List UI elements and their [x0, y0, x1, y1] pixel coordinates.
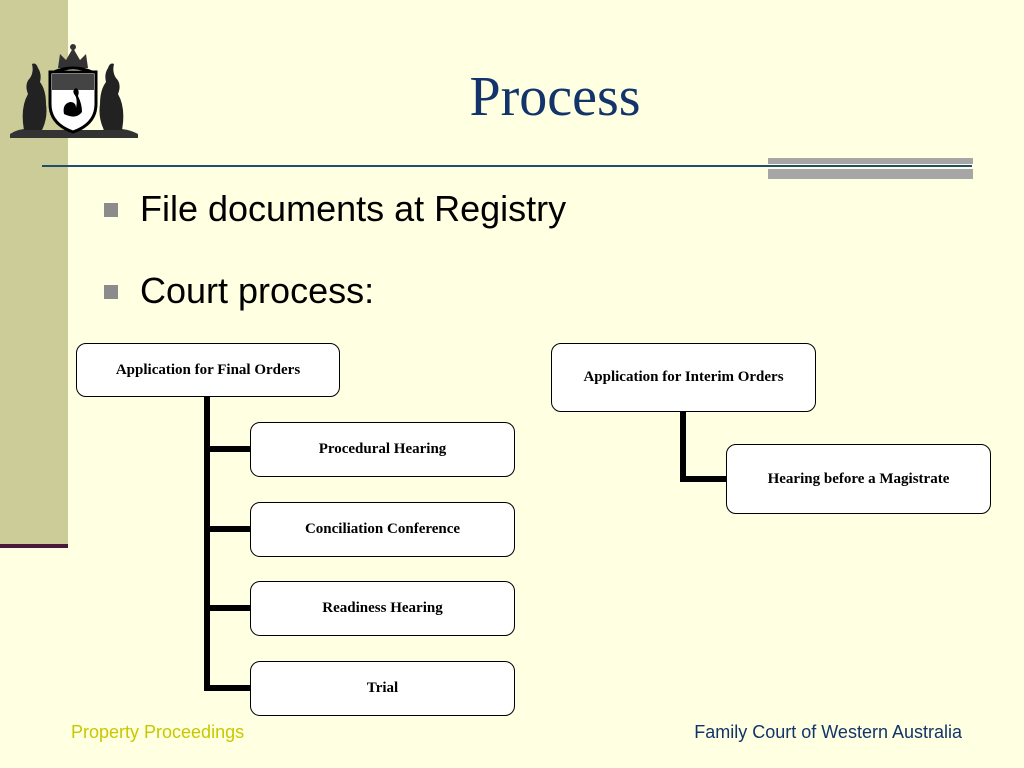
bullet-item: Court process:	[104, 270, 374, 312]
node-procedural-hearing: Procedural Hearing	[250, 422, 515, 477]
page-title: Process	[469, 66, 641, 128]
title-divider	[42, 165, 972, 167]
node-trial: Trial	[250, 661, 515, 716]
node-readiness-hearing: Readiness Hearing	[250, 581, 515, 636]
node-conciliation-conference: Conciliation Conference	[250, 502, 515, 557]
bullet-square-icon	[104, 285, 118, 299]
bullet-item: File documents at Registry	[104, 188, 566, 230]
node-label: Procedural Hearing	[318, 441, 447, 457]
bullet-square-icon	[104, 203, 118, 217]
node-label: Readiness Hearing	[322, 600, 443, 616]
title-accent-bar-lower	[768, 169, 973, 179]
node-label: Application for Final Orders	[115, 361, 301, 378]
footer-left-text: Property Proceedings	[71, 722, 245, 742]
node-label: Conciliation Conference	[304, 521, 461, 537]
bullet-text: File documents at Registry	[140, 188, 567, 229]
footer-right-text: Family Court of Western Australia	[694, 722, 962, 742]
node-application-final-orders: Application for Final Orders	[76, 343, 340, 397]
node-label: Hearing before a Magistrate	[767, 470, 950, 487]
node-label: Trial	[366, 680, 399, 696]
node-label: Application for Interim Orders	[583, 369, 784, 385]
node-application-interim-orders: Application for Interim Orders	[551, 343, 816, 412]
title-accent-bar	[768, 158, 973, 164]
bullet-text: Court process:	[140, 270, 375, 311]
coat-of-arms-icon	[10, 44, 138, 138]
left-band-rule	[0, 544, 68, 548]
node-hearing-before-magistrate: Hearing before a Magistrate	[726, 444, 991, 514]
